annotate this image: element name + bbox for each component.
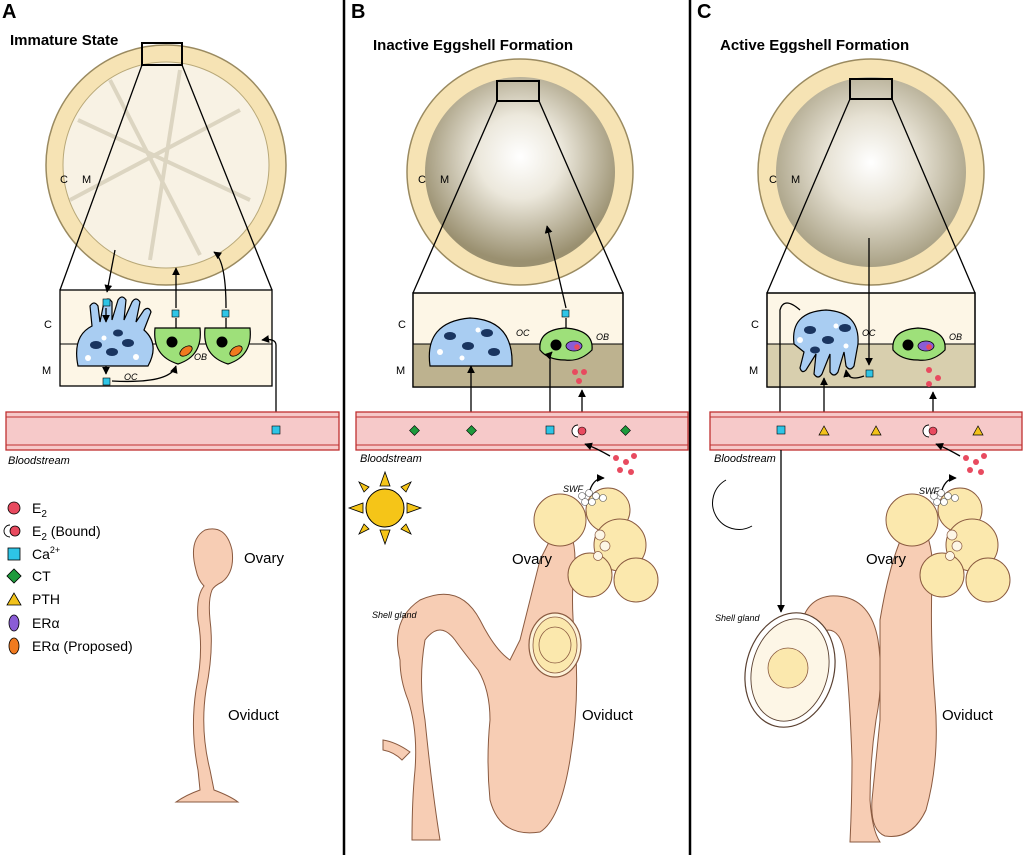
legend-pth: PTH [32,591,60,607]
zoom-box-c [849,78,893,100]
ovary-c [885,487,1011,603]
legend-ct-marker [6,568,22,584]
ovary-label-c: Ovary [866,551,907,568]
inset-medulla-label-a: M [42,365,51,377]
legend: E2 E2 (Bound) Ca2+ CT PTH ERα ERα (Propo… [3,500,133,655]
zoom-box-b [496,80,540,102]
oviduct-label-a: Oviduct [228,707,280,724]
legend-e2-marker [7,501,21,515]
legend-era-marker [8,614,20,632]
e2-release-c [935,442,987,491]
ovary-label-a: Ovary [244,550,285,567]
osteoblast-c [892,327,946,361]
osteoclast-c [793,309,859,378]
panel-a-title: Immature State [10,32,118,49]
bloodstream-c-markers [776,424,984,438]
medullary-bone-c [776,77,966,267]
inset-cortex-label-b: C [398,319,406,331]
osteoclast-label-a: OC [124,372,138,382]
calcium-flux-a [102,249,277,425]
legend-e2-bound-marker [3,524,21,538]
legend-era: ERα [32,615,60,631]
legend-pth-marker [6,592,22,606]
cortex-label-b: C [418,174,426,186]
cortex-label-a: C [60,174,68,186]
cortex-label-c: C [769,174,777,186]
swf-label-c: SWF [919,486,939,496]
flux-b [467,225,587,425]
osteoblast-b [539,327,593,361]
shell-gland-label-b: Shell gland [372,610,418,620]
e2-release-b [584,442,637,491]
sun-icon [347,470,423,546]
legend-era-proposed-marker [8,637,20,655]
osteoblast-a2 [204,327,251,365]
reproductive-tract-c [744,519,937,843]
osteoblast-label-b: OB [596,332,609,342]
osteoblast-label-c: OB [949,332,962,342]
inset-medulla-label-b: M [396,365,405,377]
panel-c: C Active Eggshell Formation C M C M OC [697,1,1023,843]
shell-gland-label-c: Shell gland [715,613,761,623]
panel-a-letter: A [2,1,16,23]
medulla-label-a: M [82,174,91,186]
panel-c-letter: C [697,1,711,23]
medulla-label-b: M [440,174,449,186]
legend-e2: E2 [32,500,47,520]
zoom-box-a [141,42,183,66]
ovary-label-b: Ovary [512,551,553,568]
inset-cortex-label-a: C [44,319,52,331]
medullary-bone-b [425,77,615,267]
legend-ct: CT [32,568,51,584]
bloodstream-b-markers [409,424,631,438]
bloodstream-label-c: Bloodstream [714,453,776,465]
bloodstream-a [5,411,340,451]
immature-tract-a [174,528,240,803]
legend-ca: Ca2+ [32,545,60,562]
inset-medulla-label-c: M [749,365,758,377]
osteoblast-label-a: OB [194,352,207,362]
bloodstream-b [355,411,689,451]
bloodstream-label-b: Bloodstream [360,453,422,465]
reproductive-tract-b [382,519,582,841]
legend-era-proposed: ERα (Proposed) [32,638,133,654]
legend-ca-marker [7,547,21,561]
swf-label-b: SWF [563,484,583,494]
oviduct-label-c: Oviduct [942,707,994,724]
osteoclast-label-b: OC [516,328,530,338]
panel-c-title: Active Eggshell Formation [720,37,909,54]
moon-icon [712,479,753,530]
bloodstream-label-a: Bloodstream [8,455,70,467]
oviduct-label-b: Oviduct [582,707,634,724]
osteoclast-b [428,317,513,367]
ovary-b [533,487,659,603]
bloodstream-c [709,411,1023,451]
panel-a: A Immature State C M C M [2,1,340,803]
legend-e2-bound: E2 (Bound) [32,523,101,543]
panel-b-letter: B [351,1,365,23]
osteoblast-a1 [154,327,201,365]
panel-b: B Inactive Eggshell Formation C M C M OC [347,1,689,841]
panel-b-title: Inactive Eggshell Formation [373,37,573,54]
inset-cortex-label-c: C [751,319,759,331]
medulla-label-c: M [791,174,800,186]
osteoclast-a [76,296,154,367]
